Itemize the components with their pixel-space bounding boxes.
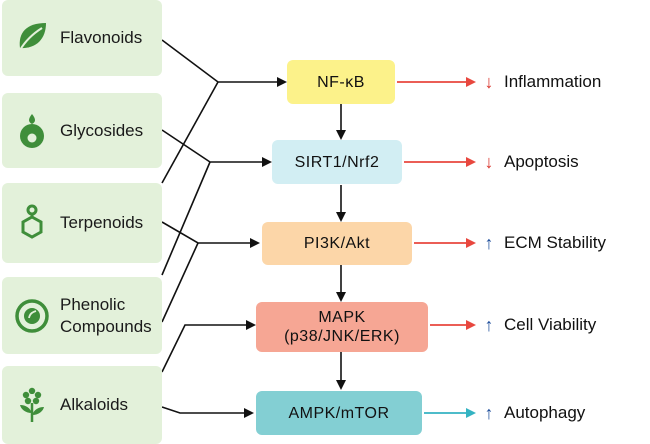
molecule-icon <box>21 204 43 239</box>
pathway-nfkb: NF-κB <box>287 60 395 104</box>
outcome-inflammation: ↓ Inflammation <box>484 70 602 94</box>
leaf-circle-icon <box>15 298 49 333</box>
pathway-sublabel: (p38/JNK/ERK) <box>284 328 400 345</box>
connector-phenolic-pi3k <box>161 242 199 323</box>
connector-alkaloids-ampk <box>161 406 254 418</box>
outcome-label: Cell Viability <box>504 315 597 334</box>
outcome-label: Apoptosis <box>504 152 579 171</box>
compound-flavonoids: Flavonoids <box>2 0 162 76</box>
compound-terpenoids: Terpenoids <box>2 183 162 263</box>
pathway-label: MAPK <box>318 309 366 326</box>
compound-label: Alkaloids <box>60 395 129 414</box>
leaf-icon <box>19 23 46 51</box>
pathway-label: AMPK/mTOR <box>288 404 390 422</box>
pathway-sirt1-nrf2: SIRT1/Nrf2 <box>272 140 402 184</box>
outcome-connectors <box>397 77 476 418</box>
outcome-autophagy: ↑ Autophagy <box>484 401 586 425</box>
outcome-label: ECM Stability <box>504 233 607 252</box>
pathway-label: NF-κB <box>317 73 365 91</box>
compound-alkaloids: Alkaloids <box>2 366 162 444</box>
outcome-label: Inflammation <box>504 72 602 91</box>
pathway-ampk-mtor: AMPK/mTOR <box>256 391 422 435</box>
arrow-up-icon: ↑ <box>484 232 494 253</box>
pathway-mapk: MAPK (p38/JNK/ERK) <box>256 302 428 352</box>
compound-label: Glycosides <box>60 120 144 140</box>
pathway-label: SIRT1/Nrf2 <box>294 153 380 171</box>
connector-alkaloids-mapk <box>161 320 256 373</box>
connector-flavonoids-nfkb <box>161 39 287 87</box>
seed-drop-icon <box>20 113 44 148</box>
pathway-pi3k-akt: PI3K/Akt <box>262 222 412 265</box>
arrow-down-icon: ↓ <box>484 151 494 172</box>
arrow-up-icon: ↑ <box>484 402 494 423</box>
compound-label-line1: Phenolic <box>60 294 126 314</box>
flower-plant-icon <box>20 387 44 422</box>
compound-label-line2: Compounds <box>60 316 152 336</box>
outcome-ecm-stability: ↑ ECM Stability <box>484 231 607 255</box>
compound-phenolic: Phenolic Compounds <box>2 277 162 354</box>
arrow-down-icon: ↓ <box>484 71 494 92</box>
compound-label: Terpenoids <box>60 213 144 232</box>
connector-terpenoids-nfkb <box>161 81 219 184</box>
compound-label: Flavonoids <box>60 28 143 47</box>
connector-phenolic-sirt1 <box>161 161 211 276</box>
compound-glycosides: Glycosides <box>2 93 162 168</box>
arrow-up-icon: ↑ <box>484 314 494 335</box>
compound-label: Phenolic Compounds <box>60 294 152 338</box>
connector-glycosides-sirt1 <box>161 129 272 167</box>
pathway-label: PI3K/Akt <box>303 235 371 252</box>
outcome-label: Autophagy <box>504 403 586 422</box>
compound-connectors <box>161 39 287 418</box>
outcome-apoptosis: ↓ Apoptosis <box>484 150 579 174</box>
outcome-cell-viability: ↑ Cell Viability <box>484 313 597 337</box>
